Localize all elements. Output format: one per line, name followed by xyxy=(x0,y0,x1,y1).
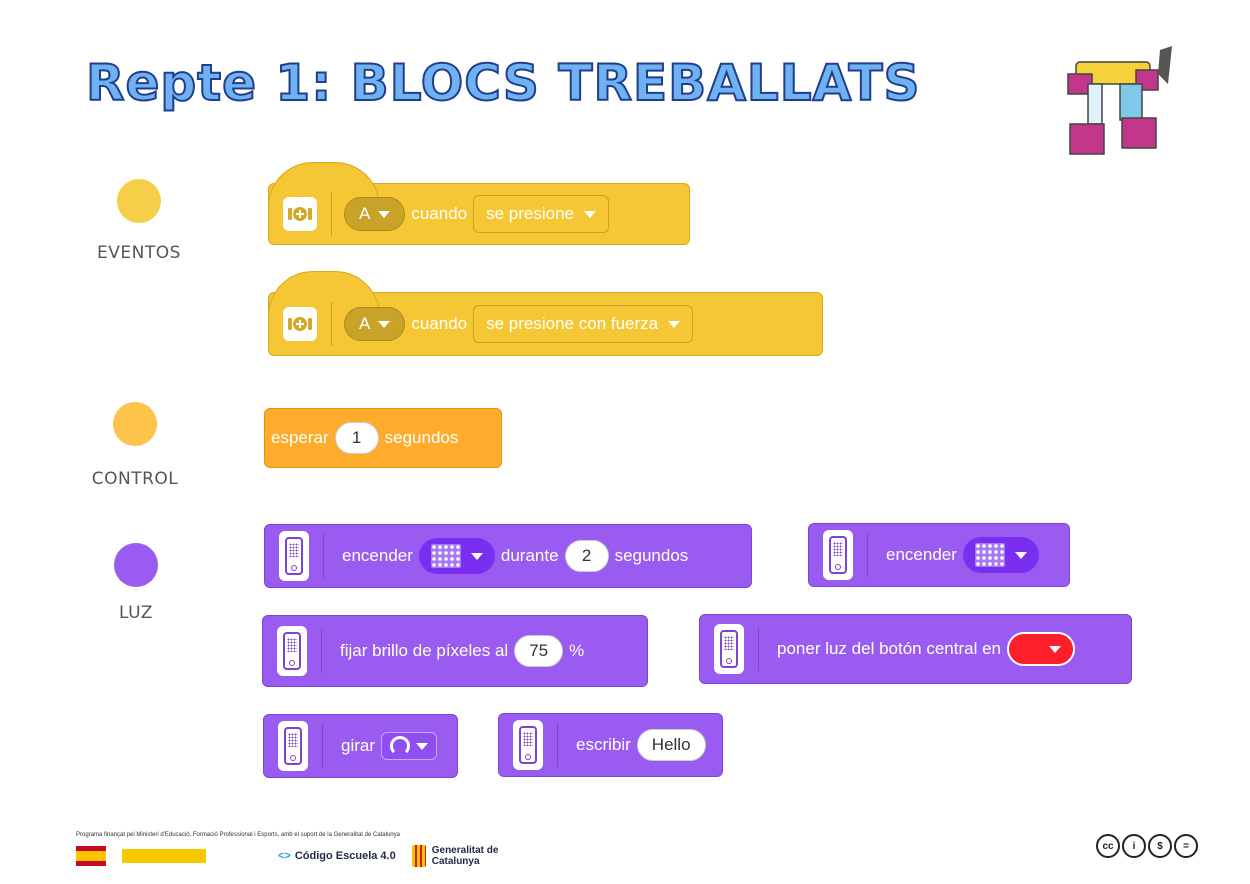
page-title: Repte 1: BLOCS TREBALLATS xyxy=(85,53,921,113)
senyera-icon xyxy=(411,845,426,867)
codigo-escuela-logo: <>Código Escuela 4.0 xyxy=(278,850,396,862)
wait-seconds-block[interactable]: esperar 1 segundos xyxy=(264,408,502,468)
rotate-display-block[interactable]: girar xyxy=(263,714,458,778)
light-on-block[interactable]: encender xyxy=(808,523,1070,587)
chevron-down-icon xyxy=(378,210,391,218)
chevron-down-icon xyxy=(668,320,681,328)
matrix-pattern-dropdown[interactable] xyxy=(962,537,1039,573)
set-brightness-block[interactable]: fijar brillo de píxeles al 75 % xyxy=(262,615,648,687)
chevron-down-icon xyxy=(416,742,429,750)
matrix-pattern-icon xyxy=(430,544,461,568)
chevrons-icon: <> xyxy=(278,850,291,862)
state-value: se presione con fuerza xyxy=(486,314,659,333)
funding-note: Programa finançat pel Ministeri d'Educac… xyxy=(76,832,400,838)
nd-icon: = xyxy=(1174,834,1198,858)
events-category-dot[interactable] xyxy=(117,179,161,223)
light-category-dot[interactable] xyxy=(114,543,158,587)
creative-commons-license: cc i $ = xyxy=(1096,834,1198,858)
when-label: cuando xyxy=(411,204,468,223)
hub-icon xyxy=(823,530,853,580)
duration-input[interactable]: 2 xyxy=(564,540,609,572)
port-value: A xyxy=(359,204,371,223)
chevron-down-icon xyxy=(584,210,597,218)
rotate-label: girar xyxy=(341,736,376,755)
write-text-input[interactable]: Hello xyxy=(636,729,706,761)
codigo-escuela-text: Código Escuela 4.0 xyxy=(294,850,396,862)
port-dropdown[interactable]: A xyxy=(344,307,406,341)
spain-flag-icon xyxy=(76,846,106,866)
matrix-pattern-dropdown[interactable] xyxy=(418,538,495,574)
matrix-pattern-icon xyxy=(974,543,1005,567)
separator xyxy=(323,534,324,578)
separator xyxy=(331,192,332,236)
separator xyxy=(322,724,323,768)
write-text-block[interactable]: escribir Hello xyxy=(498,713,723,777)
percent-label: % xyxy=(569,641,585,660)
nc-icon: $ xyxy=(1148,834,1172,858)
chevron-down-icon xyxy=(1014,551,1027,559)
events-category-label: EVENTOS xyxy=(97,243,181,263)
chevron-down-icon xyxy=(378,320,391,328)
control-category-dot[interactable] xyxy=(113,402,157,446)
hub-icon xyxy=(278,721,308,771)
write-label: escribir xyxy=(576,735,631,754)
brightness-label: fijar brillo de píxeles al xyxy=(340,641,509,660)
light-on-label: encender xyxy=(342,546,413,565)
by-icon: i xyxy=(1122,834,1146,858)
wait-unit-label: segundos xyxy=(384,428,459,447)
event-when-pressed-hard-block[interactable]: A cuando se presione con fuerza xyxy=(268,271,823,356)
event-when-pressed-block[interactable]: A cuando se presione xyxy=(268,162,690,245)
separator xyxy=(867,533,868,577)
state-dropdown[interactable]: se presione xyxy=(473,195,610,233)
wait-seconds-input[interactable]: 1 xyxy=(334,422,379,454)
chevron-down-icon xyxy=(1049,645,1061,653)
separator xyxy=(758,627,759,671)
control-category-label: CONTROL xyxy=(91,469,179,489)
hub-icon xyxy=(513,720,543,770)
wait-label: esperar xyxy=(271,428,329,447)
during-label: durante xyxy=(500,546,559,565)
duration-unit-label: segundos xyxy=(614,546,689,565)
center-button-label: poner luz del botón central en xyxy=(777,639,1001,658)
rotate-clockwise-icon xyxy=(390,736,411,756)
generalitat-logo: Generalitat de Catalunya xyxy=(411,845,502,867)
hub-icon xyxy=(279,531,309,581)
cc-icon: cc xyxy=(1096,834,1120,858)
footer-logos: <>Código Escuela 4.0 Generalitat de Cata… xyxy=(76,845,502,867)
brightness-input[interactable]: 75 xyxy=(514,635,564,667)
generalitat-text: Generalitat de Catalunya xyxy=(431,845,499,867)
ministry-logo xyxy=(122,849,262,863)
port-dropdown[interactable]: A xyxy=(344,197,406,231)
state-dropdown[interactable]: se presione con fuerza xyxy=(473,305,694,343)
hub-icon xyxy=(714,624,744,674)
rotation-dropdown[interactable] xyxy=(381,732,438,760)
light-category-label: LUZ xyxy=(119,603,153,623)
separator xyxy=(321,629,322,673)
when-label: cuando xyxy=(411,314,468,333)
center-button-light-block[interactable]: poner luz del botón central en xyxy=(699,614,1132,684)
robot-image xyxy=(1048,44,1178,164)
state-value: se presione xyxy=(486,204,575,223)
separator xyxy=(331,302,332,346)
hub-icon xyxy=(277,626,307,676)
port-value: A xyxy=(359,314,371,333)
separator xyxy=(557,723,558,767)
light-on-label: encender xyxy=(886,545,957,564)
color-dropdown[interactable] xyxy=(1007,632,1075,666)
chevron-down-icon xyxy=(470,552,483,560)
light-on-for-block[interactable]: encender durante 2 segundos xyxy=(264,524,752,588)
force-sensor-icon xyxy=(283,307,317,341)
force-sensor-icon xyxy=(283,197,317,231)
